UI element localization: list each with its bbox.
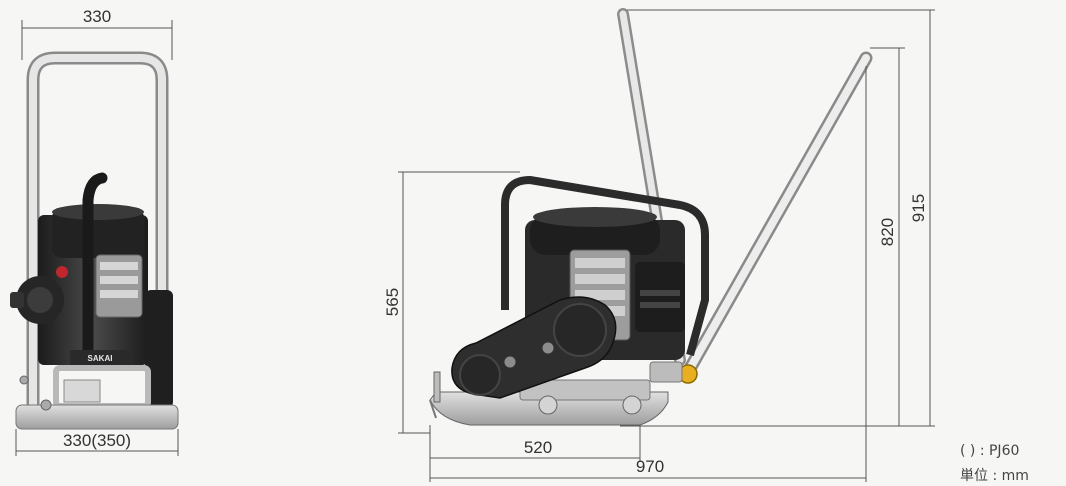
side-length-total-label: 970: [636, 457, 664, 476]
front-top-width-label: 330: [83, 7, 111, 26]
side-height-handle-max-label: 915: [909, 194, 928, 222]
side-length-plate-dimension: 520: [429, 425, 641, 482]
front-choke-icon: [56, 266, 68, 278]
front-base-width-dimension: 330(350): [15, 429, 179, 456]
front-top-width-dimension: 330: [21, 7, 173, 60]
front-base-plate: [15, 404, 179, 430]
unit-note: 単位 : mm: [960, 468, 1029, 484]
side-height-machine-dimension: 565: [383, 171, 520, 434]
side-roll-frame: [501, 176, 709, 357]
notes: ( ) : PJ60 単位 : mm: [960, 443, 1029, 484]
side-pulley-bolt-icon: [541, 341, 555, 355]
front-brand-plate: SAKAI: [88, 354, 113, 363]
front-view: 330 SAKAI: [10, 7, 179, 456]
model-note: ( ) : PJ60: [960, 443, 1019, 459]
side-height-handle-dimensions: 820 915: [620, 9, 935, 427]
side-height-handle-mid-label: 820: [878, 218, 897, 246]
front-base-width-label: 330(350): [63, 431, 131, 450]
side-length-plate-label: 520: [524, 438, 552, 457]
side-view: 565 820 915: [383, 8, 935, 482]
side-length-total-dimension: 970: [430, 66, 867, 482]
side-height-machine-label: 565: [383, 288, 402, 316]
